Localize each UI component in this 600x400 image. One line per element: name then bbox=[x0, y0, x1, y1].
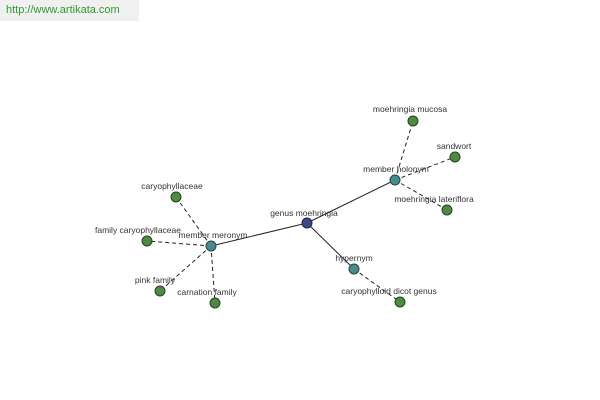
label-genus-moehringia[interactable]: genus moehringia bbox=[270, 208, 338, 218]
edge-hypernym-caryophylloid-dicot-genus bbox=[353, 268, 401, 303]
edge-holonym-moehringia-lateriflora bbox=[394, 179, 448, 211]
edge-meronym-pink-family bbox=[159, 245, 212, 292]
node-moehringia-mucosa[interactable] bbox=[407, 115, 419, 127]
label-moehringia-mucosa[interactable]: moehringia mucosa bbox=[373, 104, 447, 114]
labels: genus moehringia member meronym member h… bbox=[95, 104, 474, 297]
node-pink-family[interactable] bbox=[154, 285, 166, 297]
edge-holonym-sandwort bbox=[394, 156, 456, 181]
node-caryophylloid-dicot-genus[interactable] bbox=[394, 296, 406, 308]
node-carnation-family[interactable] bbox=[209, 297, 221, 309]
label-moehringia-lateriflora[interactable]: moehringia lateriflora bbox=[394, 194, 474, 204]
edge-meronym-caryophyllaceae bbox=[175, 196, 212, 247]
label-family-caryophyllaceae[interactable]: family caryophyllaceae bbox=[95, 225, 181, 235]
label-member-holonym[interactable]: member holonym bbox=[363, 164, 429, 174]
node-hypernym[interactable] bbox=[348, 263, 360, 275]
label-member-meronym[interactable]: member meronym bbox=[179, 230, 248, 240]
watermark-banner: http://www.artikata.com bbox=[0, 0, 139, 21]
node-member-holonym[interactable] bbox=[389, 174, 401, 186]
artikata-link[interactable]: http://www.artikata.com bbox=[6, 4, 120, 16]
label-carnation-family[interactable]: carnation family bbox=[177, 287, 237, 297]
edges bbox=[146, 120, 456, 304]
edge-holonym-moehringia-mucosa bbox=[394, 120, 414, 181]
label-pink-family[interactable]: pink family bbox=[135, 275, 176, 285]
label-hypernym[interactable]: hypernym bbox=[335, 253, 372, 263]
node-genus-moehringia[interactable] bbox=[301, 217, 313, 229]
edge-center-holonym bbox=[306, 179, 396, 224]
node-sandwort[interactable] bbox=[449, 151, 461, 163]
edge-meronym-carnation-family bbox=[210, 245, 216, 304]
edge-meronym-family-caryophyllaceae bbox=[146, 240, 212, 247]
edge-center-hypernym bbox=[306, 222, 355, 270]
node-member-meronym[interactable] bbox=[205, 240, 217, 252]
node-caryophyllaceae[interactable] bbox=[170, 191, 182, 203]
label-sandwort[interactable]: sandwort bbox=[437, 141, 472, 151]
label-caryophyllaceae[interactable]: caryophyllaceae bbox=[141, 181, 203, 191]
node-moehringia-lateriflora[interactable] bbox=[441, 204, 453, 216]
nodes bbox=[141, 115, 461, 309]
node-family-caryophyllaceae[interactable] bbox=[141, 235, 153, 247]
edge-center-meronym bbox=[210, 222, 308, 247]
label-caryophylloid-dicot-genus[interactable]: caryophylloid dicot genus bbox=[341, 286, 436, 296]
